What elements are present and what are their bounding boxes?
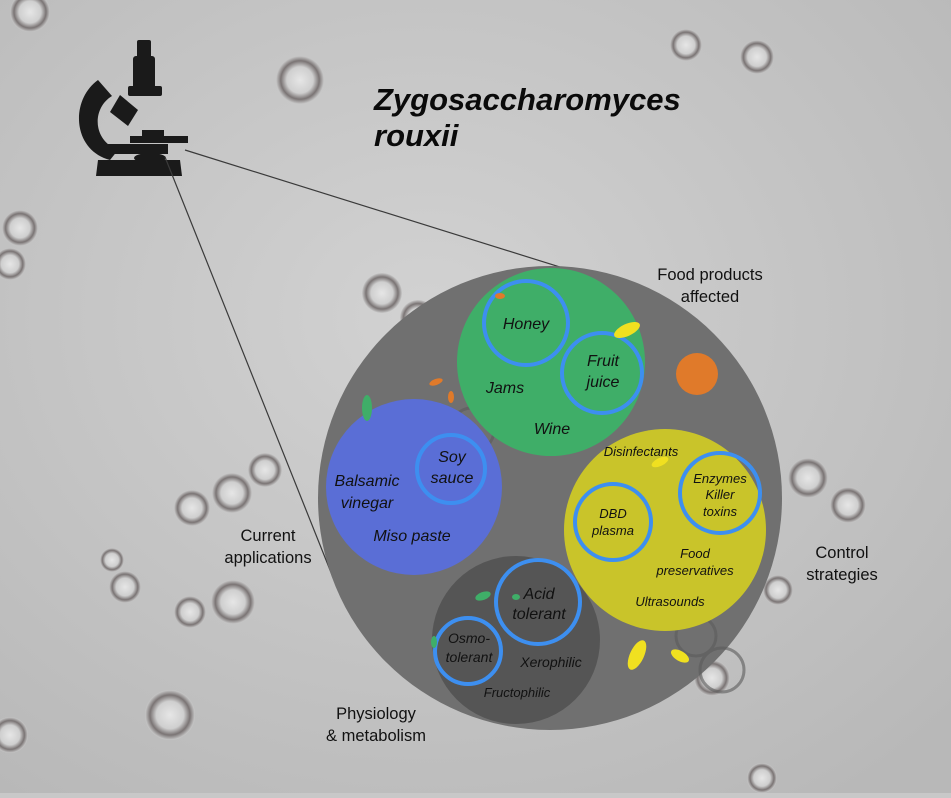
control-strategies-circle — [564, 429, 766, 631]
food-preservatives-label-2: preservatives — [655, 563, 734, 578]
dbd-plasma-label-2: plasma — [591, 523, 634, 538]
food-products-circle — [457, 268, 645, 456]
title-line-2: rouxii — [374, 118, 460, 153]
control-strategies-label-1: Control — [815, 544, 868, 562]
decorative-blobs — [362, 293, 718, 670]
soy-sauce-label-1: Soy — [438, 449, 467, 466]
fructophilic-label: Fructophilic — [484, 685, 551, 700]
enzymes-label-1: Enzymes — [693, 471, 747, 486]
physiology-labels: Acid tolerant Osmo- tolerant Xerophilic … — [446, 586, 582, 700]
control-strategies-labels: Disinfectants Enzymes Killer toxins DBD … — [591, 444, 747, 609]
honey-ring — [482, 279, 570, 367]
xerophilic-label: Xerophilic — [519, 654, 581, 670]
fruit-juice-ring — [560, 331, 644, 415]
enzymes-label-3: toxins — [703, 504, 737, 519]
current-applications-label-2: applications — [224, 549, 311, 567]
current-applications-circle — [326, 399, 502, 575]
title-line-1: Zygosaccharomyces — [373, 82, 681, 117]
microscope-icon — [78, 40, 188, 176]
physiology-label-2: & metabolism — [326, 727, 426, 745]
food-preservatives-label-1: Food — [680, 546, 710, 561]
current-applications-label-1: Current — [240, 527, 295, 545]
acid-tolerant-label-2: tolerant — [512, 606, 566, 623]
honey-label: Honey — [503, 316, 550, 333]
disinfectants-label: Disinfectants — [604, 444, 679, 459]
physiology-label-1: Physiology — [336, 705, 417, 723]
osmotolerant-label-1: Osmo- — [448, 630, 490, 646]
soy-sauce-ring — [415, 433, 487, 505]
miso-paste-label: Miso paste — [373, 528, 450, 545]
dbd-plasma-ring — [573, 482, 653, 562]
food-products-label-1: Food products — [657, 266, 762, 284]
acid-tolerant-label-1: Acid — [522, 586, 555, 603]
dbd-plasma-label-1: DBD — [599, 506, 626, 521]
fruit-juice-label-1: Fruit — [587, 353, 620, 370]
osmotolerant-label-2: tolerant — [446, 649, 494, 665]
wine-label: Wine — [534, 421, 570, 438]
soy-sauce-label-2: sauce — [431, 470, 474, 487]
fruit-juice-label-2: juice — [585, 374, 620, 391]
enzymes-label-2: Killer — [706, 487, 736, 502]
food-products-labels: Honey Fruit juice Jams Wine — [485, 316, 620, 438]
acid-tolerant-ring — [494, 558, 582, 646]
balsamic-vinegar-label-2: vinegar — [341, 495, 394, 512]
current-applications-labels: Soy sauce Balsamic vinegar Miso paste — [335, 449, 474, 545]
balsamic-vinegar-label-1: Balsamic — [335, 473, 400, 490]
ultrasounds-label: Ultrasounds — [635, 594, 705, 609]
enzymes-ring — [678, 451, 762, 535]
food-products-label-2: affected — [681, 288, 739, 306]
control-strategies-label-2: strategies — [806, 566, 878, 584]
yeast-cells — [0, 0, 866, 793]
jams-label: Jams — [485, 380, 524, 397]
osmotolerant-ring — [433, 616, 503, 686]
